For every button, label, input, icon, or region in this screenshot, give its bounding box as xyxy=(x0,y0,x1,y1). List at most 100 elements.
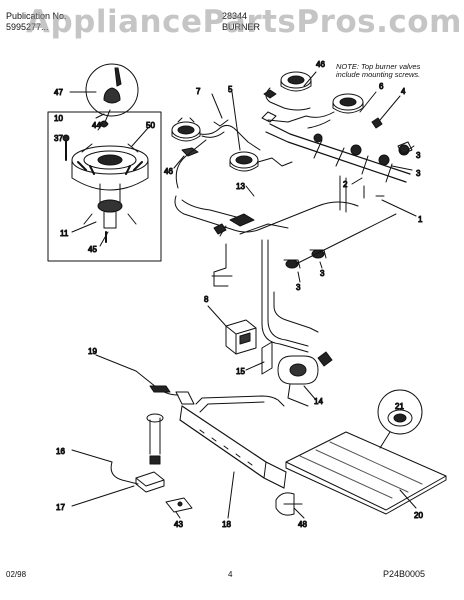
callout-labels: 47 10 44 50 37 11 45 7 5 46 13 46 6 4 3 … xyxy=(54,60,424,530)
callout-46-right: 46 xyxy=(316,60,325,69)
leader-50 xyxy=(131,127,149,147)
burner-port xyxy=(97,154,123,166)
callout-16: 16 xyxy=(56,447,65,456)
callout-3c: 3 xyxy=(296,283,301,292)
ignitor-post-16 xyxy=(149,417,161,455)
spark-electrode xyxy=(114,67,122,87)
valve-note: NOTE: Top burner valves include mounting… xyxy=(336,63,420,79)
model-number: 28344 xyxy=(222,11,248,21)
oven-thermostat xyxy=(245,341,333,407)
part-44 xyxy=(99,120,109,128)
footer-page: 4 xyxy=(228,570,233,579)
callout-46-left: 46 xyxy=(164,167,173,176)
leader-8 xyxy=(207,305,227,327)
callout-15: 15 xyxy=(236,367,245,376)
detail-circle xyxy=(85,63,139,117)
leader-3a xyxy=(407,145,415,151)
leader-18 xyxy=(227,471,235,519)
bracket-43 xyxy=(165,497,193,513)
callout-3a: 3 xyxy=(416,151,421,160)
part-21 xyxy=(387,409,413,427)
callout-44: 44 xyxy=(92,121,101,130)
callout-3d: 3 xyxy=(320,269,325,278)
valve-2 xyxy=(350,144,362,156)
bracket-46-left xyxy=(181,147,199,157)
leader-11 xyxy=(71,221,97,233)
manifold-end-cap xyxy=(261,111,277,123)
burner-tube-18-top xyxy=(181,405,287,473)
valve-inlet xyxy=(317,351,333,367)
orifice-holder xyxy=(97,199,123,213)
leader-15 xyxy=(245,361,265,371)
ignitor-module-8 xyxy=(207,305,257,355)
orifice-fitting xyxy=(103,87,121,104)
ignitor-block xyxy=(175,391,195,405)
callout-20: 20 xyxy=(414,511,423,520)
module-body xyxy=(225,319,257,355)
inset-frame xyxy=(47,111,162,262)
leader-1 xyxy=(381,199,417,217)
note-line-1: NOTE: Top burner valves xyxy=(336,62,421,71)
clamp-48 xyxy=(275,492,295,516)
manifold-pipe xyxy=(261,111,417,217)
leader-20 xyxy=(399,489,417,509)
leader-48 xyxy=(293,507,305,519)
callout-7: 7 xyxy=(196,87,201,96)
leader-7 xyxy=(211,93,223,119)
callout-4: 4 xyxy=(401,87,406,96)
top-burner-left xyxy=(171,91,261,169)
mounting-bracket-15 xyxy=(261,341,273,375)
callout-13: 13 xyxy=(236,182,245,191)
leader-6 xyxy=(359,91,377,113)
callout-10: 10 xyxy=(54,114,63,123)
valve-1 xyxy=(313,133,323,143)
callout-45: 45 xyxy=(88,245,97,254)
leader-4 xyxy=(379,95,401,121)
callout-3b: 3 xyxy=(416,169,421,178)
callout-50: 50 xyxy=(146,121,155,130)
footer-date: 02/98 xyxy=(6,570,27,579)
gas-tube-6 xyxy=(267,111,335,123)
burner-throat xyxy=(99,183,121,203)
callout-19: 19 xyxy=(88,347,97,356)
inset-circle-detail xyxy=(69,63,139,123)
callout-18: 18 xyxy=(222,520,231,529)
callout-48: 48 xyxy=(298,520,307,529)
callout-21: 21 xyxy=(395,402,404,411)
leader-14 xyxy=(303,385,317,401)
baffle-plate-20 xyxy=(285,431,447,511)
callout-2: 2 xyxy=(343,180,348,189)
tube-fitting-center xyxy=(229,213,255,227)
callout-43: 43 xyxy=(174,520,183,529)
gas-tube-center xyxy=(257,157,293,167)
gas-tubing xyxy=(174,139,397,353)
tube-fitting-4 xyxy=(371,117,383,129)
valve-body-14 xyxy=(277,355,319,385)
leader-16 xyxy=(71,449,113,463)
inset-burner-box xyxy=(47,111,162,262)
leader-3c xyxy=(297,271,301,283)
callout-47: 47 xyxy=(54,88,63,97)
callout-17: 17 xyxy=(56,503,65,512)
leader-3b xyxy=(391,165,413,171)
callout-37: 37 xyxy=(54,134,63,143)
callout-14: 14 xyxy=(314,397,323,406)
leader-2 xyxy=(351,177,363,185)
leader-17 xyxy=(71,485,135,507)
top-burners-right xyxy=(263,71,401,129)
tube-to-thermostat xyxy=(261,239,309,353)
callout-8: 8 xyxy=(204,295,209,304)
watermark: AppliancePartsPros.com xyxy=(26,4,462,40)
publication-label: Publication No. xyxy=(6,11,67,21)
note-line-2: include mounting screws. xyxy=(336,70,421,79)
callout-1: 1 xyxy=(418,215,423,224)
callout-11: 11 xyxy=(60,229,69,238)
leader-46-left xyxy=(173,155,185,169)
leader-13 xyxy=(245,185,255,197)
detail-circle-21 xyxy=(377,389,423,435)
leader-46-right xyxy=(303,71,317,87)
callout-6: 6 xyxy=(379,82,384,91)
leader-43 xyxy=(175,511,181,519)
leader-3d xyxy=(319,261,323,269)
top-burner-center xyxy=(229,151,293,197)
